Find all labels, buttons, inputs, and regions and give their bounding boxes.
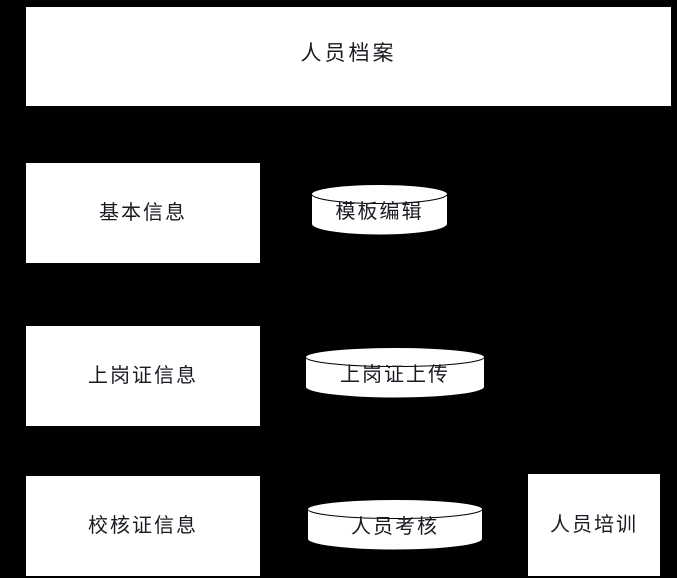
node-template-edit-label: 模板编辑 xyxy=(335,201,424,223)
cylinder-shape-icon xyxy=(311,184,448,236)
node-staff-assessment[interactable]: 人员考核 xyxy=(307,499,483,551)
cylinder-shape-icon xyxy=(307,499,483,551)
node-staff-training[interactable]: 人员培训 xyxy=(527,473,661,577)
node-template-edit[interactable]: 模板编辑 xyxy=(311,184,448,236)
node-verify-info-label: 校核证信息 xyxy=(88,515,198,537)
node-person-archive[interactable]: 人员档案 xyxy=(25,6,672,107)
node-license-info-label: 上岗证信息 xyxy=(88,365,198,387)
node-basic-info-label: 基本信息 xyxy=(99,202,187,224)
node-license-info[interactable]: 上岗证信息 xyxy=(25,325,261,427)
node-basic-info[interactable]: 基本信息 xyxy=(25,162,261,264)
cylinder-shape-icon xyxy=(305,347,485,399)
node-staff-training-label: 人员培训 xyxy=(550,514,638,536)
node-verify-info[interactable]: 校核证信息 xyxy=(25,475,261,577)
node-license-upload[interactable]: 上岗证上传 xyxy=(305,347,485,399)
node-license-upload-label: 上岗证上传 xyxy=(340,364,450,386)
node-person-archive-label: 人员档案 xyxy=(300,41,397,65)
node-staff-assessment-label: 人员考核 xyxy=(351,516,439,538)
